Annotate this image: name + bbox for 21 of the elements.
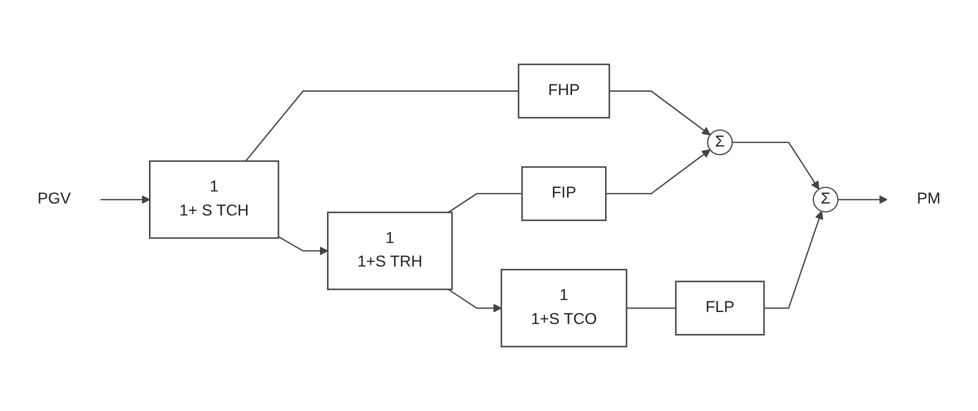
arrow — [100, 195, 150, 204]
node-circle: Σ — [707, 129, 733, 156]
connector — [448, 193, 522, 213]
arrow — [764, 210, 824, 309]
arrow — [448, 288, 502, 312]
node-text: PGV — [37, 190, 71, 208]
node-circle: Σ — [812, 186, 838, 212]
connector — [245, 90, 519, 162]
arrow — [732, 142, 820, 190]
node-box: FHP — [518, 64, 610, 118]
node-box: 1 1+S TCO — [500, 268, 628, 348]
arrow — [606, 149, 710, 194]
node-box: FIP — [521, 166, 607, 222]
arrow — [838, 195, 888, 204]
node-box: 1 1+ S TCH — [149, 160, 280, 239]
arrow — [609, 90, 710, 136]
node-box: 1 1+S TRH — [327, 212, 453, 290]
connector — [626, 307, 676, 309]
arrow — [278, 236, 328, 256]
node-text: PM — [916, 190, 941, 208]
node-box: FLP — [675, 280, 765, 336]
